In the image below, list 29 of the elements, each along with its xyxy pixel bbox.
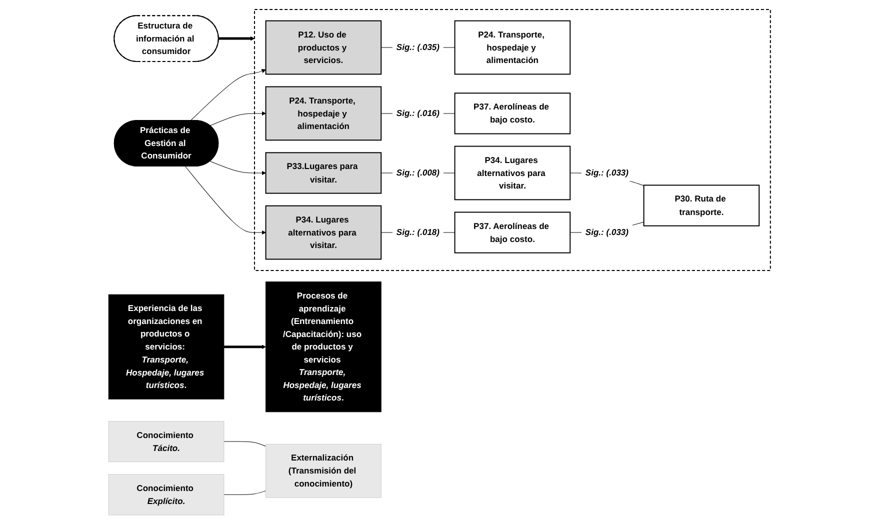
node-box: P33.Lugares para visitar. [265, 152, 382, 194]
node-box: Conocimiento Tácito. [108, 420, 224, 462]
node-box: P34. Lugares alternativos para visitar. [265, 205, 382, 260]
node-box: Experiencia de las organizaciones en productos o servicios: Transporte, Hospedaje, lugares turísticos. [108, 294, 224, 400]
edge-label: Sig.: (.016) [396, 108, 440, 118]
connector [224, 490, 266, 495]
node-box: P37. Aerolíneas de bajo costo. [454, 212, 571, 254]
node-box: Procesos de aprendizaje (Entrenamiento /Capacitación): uso de productos y servicios Transporte, Hospedaje, lugares turísticos. [266, 282, 382, 412]
arrow [210, 111, 266, 126]
node-box: Externalización (Transmisión del conocimiento) [266, 444, 382, 498]
edge-label: Sig.: (.035) [396, 42, 440, 52]
edge-label: Sig.: (.018) [396, 228, 440, 238]
node-box: Conocimiento Explícito. [108, 474, 224, 516]
node-box: P37. Aerolíneas de bajo costo. [454, 92, 571, 134]
edge-label: Sig.: (.033) [585, 228, 629, 238]
arrow [210, 161, 266, 176]
arrow [190, 69, 266, 121]
node-box: P24. Transporte, hospedaje y alimentación [265, 86, 382, 141]
node-box: P24. Transporte, hospedaje y alimentación [454, 20, 571, 75]
arrow [218, 36, 255, 41]
arrow [185, 166, 266, 235]
node-box: P12. Uso de productos y servicios. [265, 20, 382, 75]
cluster [254, 9, 771, 271]
node-box: P30. Ruta de transporte. [643, 184, 760, 226]
arrow [224, 344, 266, 350]
edge-label: Sig.: (.008) [396, 168, 440, 178]
node-box: P34. Lugares alternativos para visitar. [454, 146, 571, 200]
edge-label: Sig.: (.033) [585, 168, 629, 178]
connector [224, 441, 266, 447]
